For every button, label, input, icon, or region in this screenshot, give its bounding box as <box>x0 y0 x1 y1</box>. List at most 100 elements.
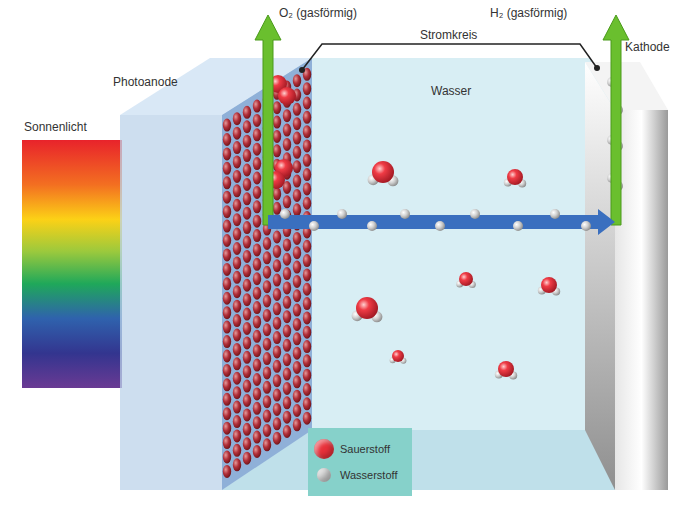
water-molecule <box>459 272 473 286</box>
surface-dot <box>233 170 241 183</box>
surface-dot <box>243 120 251 133</box>
circuit-label: Stromkreis <box>420 28 477 42</box>
surface-dot <box>223 436 231 449</box>
cathode-label: Kathode <box>625 40 670 54</box>
spectrum-label: Sonnenlicht <box>24 120 87 134</box>
surface-dot <box>243 394 251 407</box>
surface-dot <box>233 112 241 125</box>
surface-dot <box>273 417 281 430</box>
surface-dot <box>303 383 311 396</box>
surface-dot <box>243 365 251 378</box>
surface-dot <box>303 283 311 296</box>
surface-dot <box>273 101 281 114</box>
surface-dot <box>243 106 251 119</box>
surface-dot <box>233 329 241 342</box>
surface-dot <box>223 306 231 319</box>
surface-dot <box>243 163 251 176</box>
hydrogen-ion <box>337 209 347 219</box>
surface-dot <box>303 311 311 324</box>
surface-dot <box>273 389 281 402</box>
surface-dot <box>273 259 281 272</box>
surface-dot <box>253 200 261 213</box>
surface-dot <box>263 338 271 351</box>
surface-dot <box>293 160 301 173</box>
surface-dot <box>293 146 301 159</box>
surface-dot <box>273 374 281 387</box>
hydrogen-ion <box>550 209 560 219</box>
surface-dot <box>223 263 231 276</box>
surface-dot <box>263 424 271 437</box>
surface-dot <box>283 310 291 323</box>
surface-dot <box>253 301 261 314</box>
legend-box: SauerstoffWasserstoff <box>308 428 412 496</box>
surface-dot <box>223 205 231 218</box>
surface-dot <box>253 387 261 400</box>
surface-dot <box>303 297 311 310</box>
water-molecule <box>392 350 404 362</box>
hydrogen-ion <box>400 209 410 219</box>
surface-dot <box>253 431 261 444</box>
surface-dot <box>223 451 231 464</box>
surface-dot <box>303 326 311 339</box>
surface-dot <box>233 314 241 327</box>
surface-dot <box>293 404 301 417</box>
surface-dot <box>243 221 251 234</box>
surface-dot <box>233 228 241 241</box>
legend-text: Sauerstoff <box>340 443 390 455</box>
surface-dot <box>283 281 291 294</box>
surface-dot <box>303 397 311 410</box>
surface-dot <box>293 74 301 87</box>
surface-dot <box>283 195 291 208</box>
surface-dot <box>233 285 241 298</box>
surface-dot <box>273 187 281 200</box>
surface-dot <box>273 202 281 215</box>
surface-dot <box>283 411 291 424</box>
surface-dot <box>233 141 241 154</box>
surface-dot <box>273 288 281 301</box>
surface-dot <box>273 317 281 330</box>
surface-dot <box>223 378 231 391</box>
gas-label: H₂ (gasförmig) <box>490 6 567 20</box>
surface-dot <box>223 119 231 132</box>
hydrogen-ion <box>470 209 480 219</box>
surface-dot <box>273 231 281 244</box>
surface-dot <box>283 325 291 338</box>
hydrogen-ion <box>513 221 523 231</box>
hydrogen-ion <box>435 221 445 231</box>
surface-dot <box>263 410 271 423</box>
surface-dot <box>243 293 251 306</box>
surface-dot <box>253 445 261 458</box>
surface-dot <box>293 332 301 345</box>
surface-dot <box>223 133 231 146</box>
surface-dot <box>263 309 271 322</box>
surface-dot <box>253 416 261 429</box>
hydrogen-ion <box>280 209 290 219</box>
surface-dot <box>283 396 291 409</box>
surface-dot <box>283 368 291 381</box>
surface-dot <box>243 279 251 292</box>
surface-dot <box>223 407 231 420</box>
surface-dot <box>223 321 231 334</box>
water-molecule <box>498 361 514 377</box>
surface-dot <box>243 308 251 321</box>
surface-dot <box>223 422 231 435</box>
surface-dot <box>253 315 261 328</box>
surface-dot <box>303 96 311 109</box>
surface-dot <box>303 354 311 367</box>
legend-row: Wasserstoff <box>314 462 406 488</box>
surface-dot <box>243 408 251 421</box>
surface-dot <box>263 266 271 279</box>
surface-dot <box>223 393 231 406</box>
surface-dot <box>253 344 261 357</box>
surface-dot <box>223 176 231 189</box>
surface-dot <box>293 375 301 388</box>
surface-dot <box>293 304 301 317</box>
surface-dot <box>233 256 241 269</box>
surface-dot <box>283 425 291 438</box>
surface-dot <box>223 364 231 377</box>
surface-dot <box>303 197 311 210</box>
surface-dot <box>233 343 241 356</box>
surface-dot <box>233 444 241 457</box>
surface-dot <box>273 274 281 287</box>
surface-dot <box>243 452 251 465</box>
